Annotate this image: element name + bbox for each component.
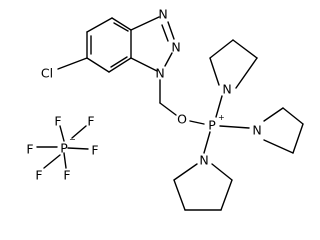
chemical-structure-diagram: N N N Cl O P + N N N P − F F F F F F (26, 6, 304, 211)
atom-n-pyrrolidine-right: N (252, 123, 261, 138)
atom-n-top: N (158, 7, 167, 22)
atom-n1: N (155, 66, 164, 81)
atom-fluorine-2: F (87, 114, 94, 129)
atom-fluorine-3: F (91, 143, 98, 158)
benzene-ring (86, 17, 132, 73)
n-o-p-linkage (159, 79, 205, 125)
phosphorus-positive-charge: + (218, 113, 225, 122)
atom-fluorine-6: F (26, 142, 33, 157)
atom-fluorine-5: F (35, 168, 42, 183)
chloro-bond (57, 57, 88, 70)
atom-fluorine-4: F (63, 168, 70, 183)
structure-svg: N N N Cl O P + N N N P − F F F F F F (26, 7, 304, 211)
atom-fluorine-1: F (54, 114, 61, 129)
atom-n-mid: N (171, 40, 180, 55)
atom-n-pyrrolidine-lower: N (199, 153, 208, 168)
atom-hexafluoro-p: P (60, 141, 68, 156)
hexafluoro-negative-charge: − (69, 135, 76, 144)
hexafluorophosphate-bonds (36, 125, 89, 169)
atom-n-pyrrolidine-upper: N (222, 82, 231, 97)
atom-chlorine: Cl (41, 66, 53, 81)
phosphorus-bonds (203, 95, 250, 154)
atom-oxygen: O (177, 112, 187, 127)
atom-phosphorus: P (208, 118, 216, 133)
pyrrolidine-right (263, 107, 304, 154)
pyrrolidine-upper (209, 39, 258, 89)
triazole-ring (130, 16, 175, 72)
pyrrolidine-lower (173, 163, 233, 211)
